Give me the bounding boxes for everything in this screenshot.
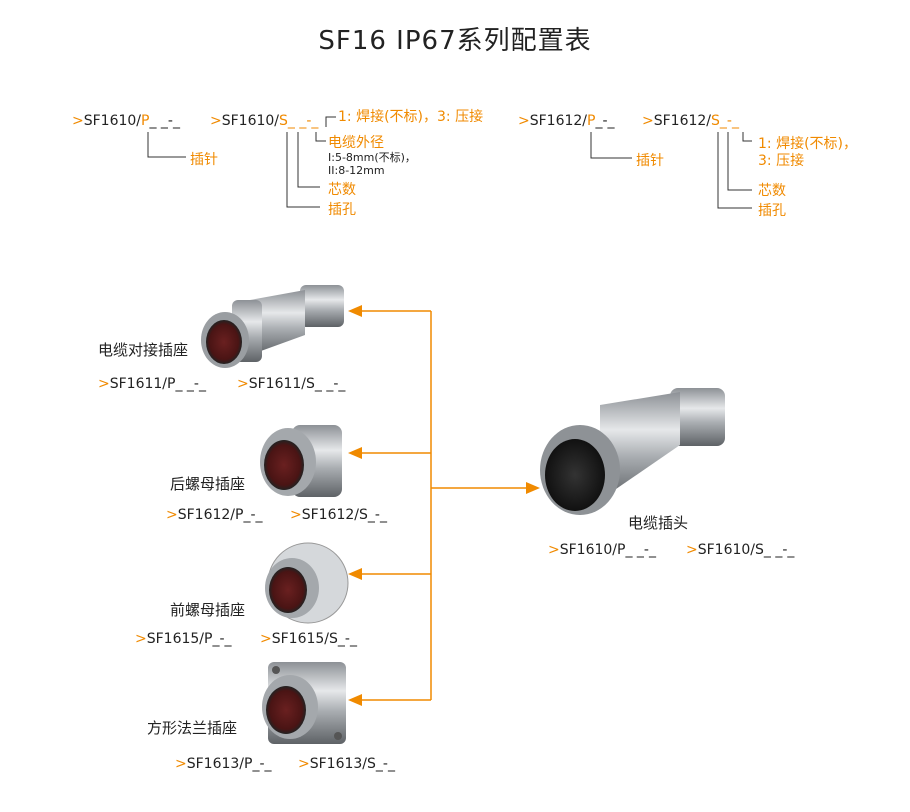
pin-label: 插针	[190, 152, 218, 168]
product-code-s: >SF1615/S_-_	[260, 631, 357, 647]
product-name-front-nut: 前螺母插座	[170, 601, 246, 619]
product-code-p: >SF1612/P_-_	[166, 507, 263, 523]
code-type: P	[587, 113, 596, 129]
arrow-prefix: >	[210, 113, 222, 129]
code-base: SF1612/	[529, 113, 588, 129]
product-code-p: >SF1611/P_ _-_	[98, 376, 206, 392]
arrow-prefix: >	[642, 113, 654, 129]
arrow-prefix: >	[518, 113, 530, 129]
product-code-s: >SF1610/S_ _-_	[686, 542, 795, 558]
flow-arrows	[348, 305, 540, 706]
code-base: SF1612/	[653, 113, 712, 129]
code-type: S	[711, 113, 720, 129]
pin-label: 插针	[636, 153, 664, 169]
product-name-rear-nut: 后螺母插座	[170, 475, 246, 493]
product-code-p: >SF1615/P_-_	[135, 631, 232, 647]
code-suffix: _-_	[595, 113, 615, 129]
termination-note-line2: 3: 压接	[758, 153, 805, 169]
cable-plug-image	[540, 388, 725, 515]
code-type: S	[279, 113, 288, 129]
cable-diameter-range-1: I:5-8mm(不标)，	[328, 151, 416, 164]
page-title: SF16 IP67系列配置表	[318, 26, 592, 56]
product-name-cable-plug: 电缆插头	[628, 514, 689, 532]
product-code-s: >SF1613/S_-_	[298, 756, 395, 772]
code-type: P	[141, 113, 150, 129]
code-base: SF1610/	[83, 113, 142, 129]
annotation-lines-1612	[590, 132, 752, 209]
termination-note: 1: 焊接(不标)，3: 压接	[338, 109, 484, 125]
code-suffix: _ _-_	[287, 113, 319, 129]
product-name-cable-coupler: 电缆对接插座	[98, 341, 189, 359]
code-sf1610-p: >SF1610/P_ _-_	[72, 113, 180, 129]
rear-nut-receptacle-image	[260, 425, 342, 497]
square-flange-receptacle-image	[262, 662, 346, 744]
socket-label: 插孔	[758, 203, 786, 219]
termination-note-line1: 1: 焊接(不标)，	[758, 136, 857, 152]
arrow-prefix: >	[72, 113, 84, 129]
product-code-p: >SF1613/P_-_	[175, 756, 272, 772]
cores-label: 芯数	[758, 183, 786, 199]
cores-label: 芯数	[328, 182, 356, 198]
code-suffix: _-_	[719, 113, 739, 129]
front-nut-receptacle-image	[265, 542, 349, 624]
code-sf1612-p: >SF1612/P_-_	[518, 113, 615, 129]
cable-diameter-range-2: II:8-12mm	[328, 164, 385, 177]
product-name-square-flange: 方形法兰插座	[147, 719, 238, 737]
product-code-s: >SF1611/S_ _-_	[237, 376, 346, 392]
cable-coupler-image	[201, 285, 344, 368]
code-sf1612-s: >SF1612/S_-_	[642, 113, 739, 129]
cable-diameter-label: 电缆外径	[328, 135, 384, 151]
product-code-s: >SF1612/S_-_	[290, 507, 387, 523]
code-base: SF1610/	[221, 113, 280, 129]
product-code-p: >SF1610/P_ _-_	[548, 542, 656, 558]
socket-label: 插孔	[328, 202, 356, 218]
code-suffix: _ _-_	[149, 113, 180, 129]
code-sf1610-s: >SF1610/S_ _-_	[210, 113, 318, 129]
annotation-lines-1610	[147, 116, 336, 208]
